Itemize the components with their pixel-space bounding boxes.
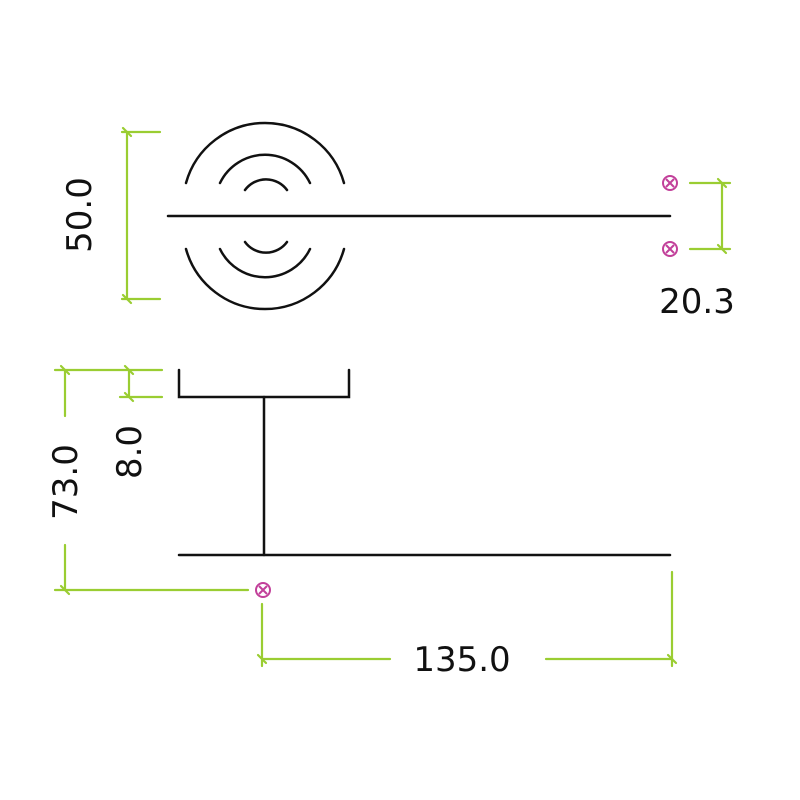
- rose-middle-arc-bottom: [218, 247, 312, 279]
- rose-profile: [177, 368, 351, 399]
- label-rose-diameter: 50.0: [60, 177, 100, 253]
- rose-outer-arc-top: [184, 121, 346, 185]
- circled-x-icon: [662, 175, 678, 191]
- label-lever-length: 135.0: [413, 640, 510, 680]
- rose-outer-arc-bottom: [184, 247, 346, 311]
- rose-inner-arc-top: [243, 178, 289, 192]
- rose-middle-arc-top: [218, 153, 312, 185]
- dimension-lines: [53, 126, 732, 668]
- circled-x-icon: [662, 241, 678, 257]
- side-view: [177, 368, 672, 557]
- circled-x-icon: [255, 582, 271, 598]
- dim-fixing-centres: [688, 177, 732, 255]
- dim-projection: [53, 364, 250, 596]
- dim-rose-diameter: [120, 126, 162, 305]
- label-fixing-centres: 20.3: [659, 282, 735, 322]
- label-projection: 73.0: [46, 444, 86, 520]
- label-rose-depth: 8.0: [110, 425, 150, 479]
- fixing-points: [255, 175, 678, 598]
- dim-lever-length: [256, 570, 678, 668]
- rose-inner-arc-bottom: [243, 240, 289, 254]
- dim-rose-depth: [118, 364, 164, 403]
- front-view: [166, 121, 672, 311]
